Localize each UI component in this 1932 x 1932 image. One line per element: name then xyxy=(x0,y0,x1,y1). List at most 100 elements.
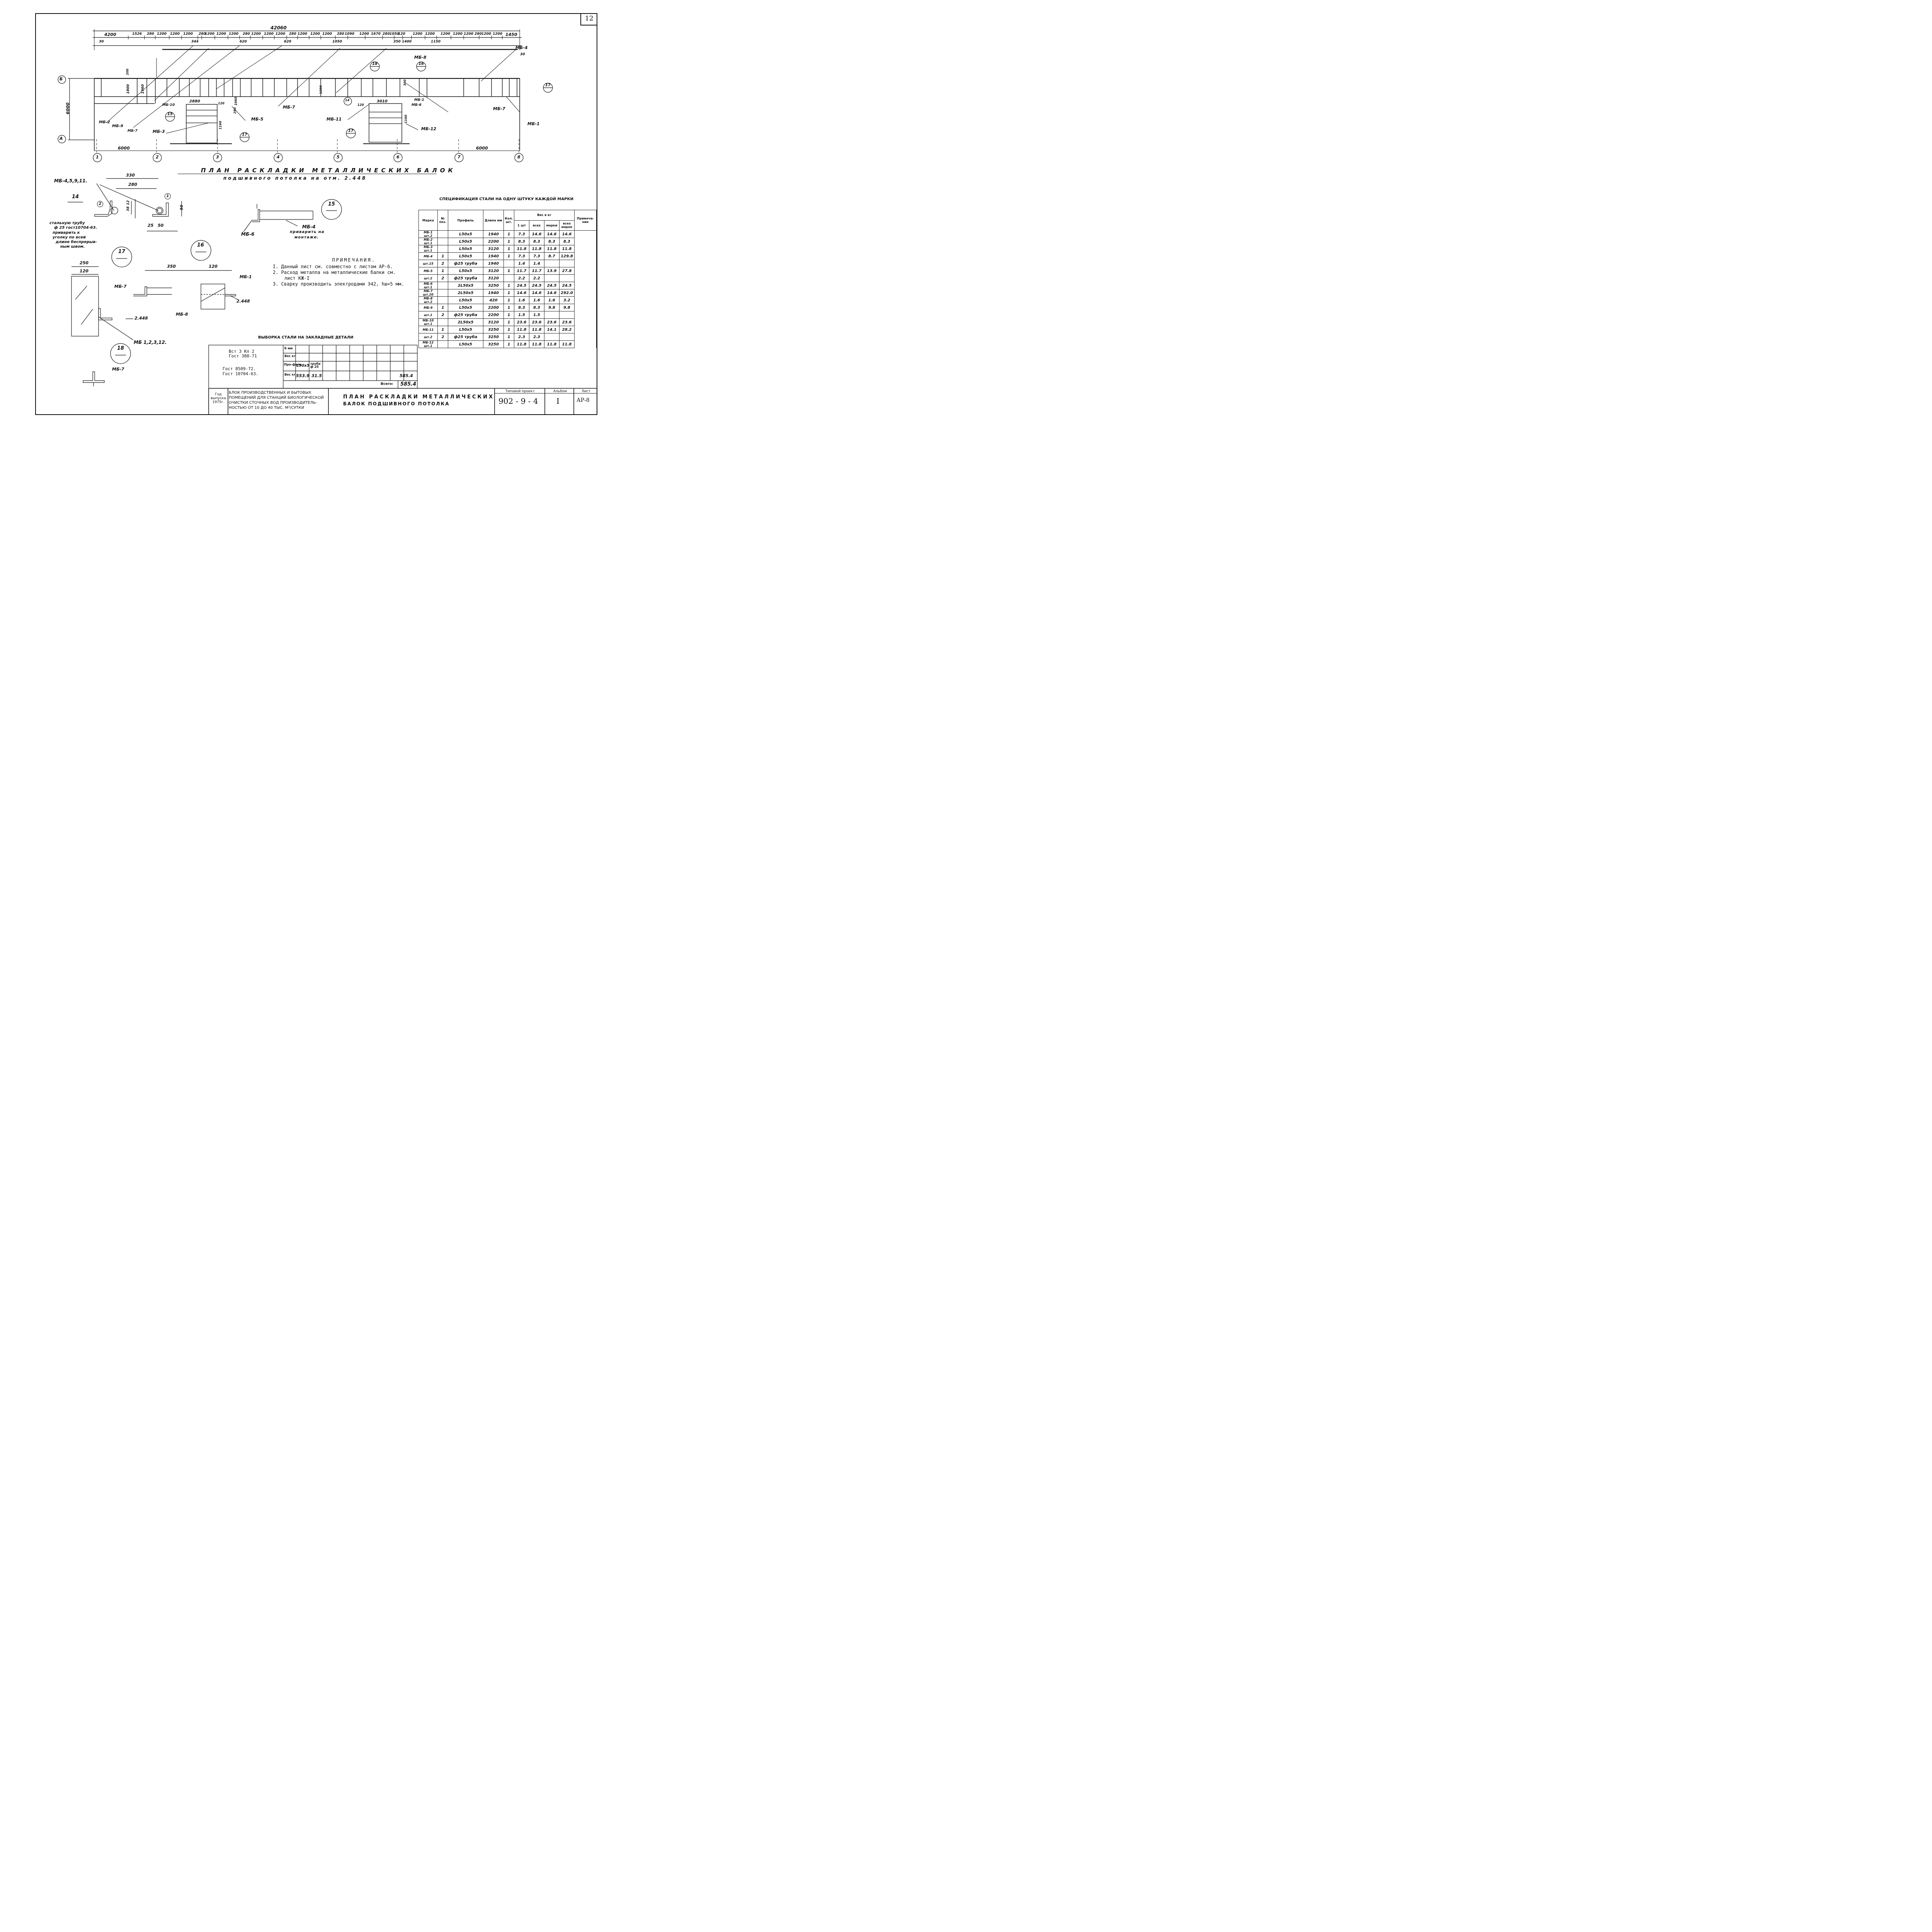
detail-16-elev: 2.448 xyxy=(236,299,250,304)
table-cell-note xyxy=(574,245,597,253)
stamp-year: Год выпуска 1975г. xyxy=(211,393,226,404)
table-cell: 7.3 xyxy=(514,252,529,260)
sel-steel-2: Гост 380-71 xyxy=(229,354,257,359)
table-cell: 7.3 xyxy=(529,252,544,260)
col-header-length: Длина мм xyxy=(483,210,504,231)
dim-33: 1450 xyxy=(505,32,517,37)
axis-col-1: 1 xyxy=(96,155,99,160)
table-cell: 28.2 xyxy=(559,326,575,333)
axis-col-3: 3 xyxy=(216,155,219,160)
table-cell: 1940 xyxy=(483,230,504,238)
table-cell: 129.8 xyxy=(559,252,575,260)
detail-14-marks: МБ-4,5,9,11. xyxy=(54,178,88,184)
axis-bubbles xyxy=(58,75,524,162)
detail-17-dim-120: 120 xyxy=(80,269,88,274)
sel-row-diam: б мм xyxy=(284,347,293,350)
stamp-object-1: БЛОК ПРОИЗВОДСТВЕННЫХ И БЫТОВЫХ xyxy=(229,391,311,395)
table-cell: ф25 труба xyxy=(448,274,483,282)
table-cell: 3250 xyxy=(483,326,504,333)
table-cell-note xyxy=(574,340,597,348)
sel-gost-1: Гост 8509-72. xyxy=(223,366,256,371)
table-cell: 2 xyxy=(437,333,448,341)
table-cell: МБ-10 шт.1 xyxy=(418,318,438,326)
dim-3: 1200 xyxy=(157,32,167,36)
bay-dim-left: 6000 xyxy=(118,146,130,151)
table-cell: шт.2 xyxy=(418,274,438,282)
table-cell: 1 xyxy=(503,252,514,260)
table-cell: 2 xyxy=(437,274,448,282)
table-cell: L50x5 xyxy=(448,245,483,253)
detail-14-pos-2: 2 xyxy=(97,201,103,207)
table-cell: 1.5 xyxy=(514,311,529,319)
mark-mb2: МБ-2 xyxy=(99,120,110,124)
dim2-4: 1050 xyxy=(332,40,342,44)
dim-2: 280 xyxy=(147,32,154,36)
table-cell: 2L50x5 xyxy=(448,318,483,326)
table-cell: ф25 труба xyxy=(448,311,483,319)
table-cell: 9.8 xyxy=(559,304,575,311)
stamp-album: I xyxy=(556,396,560,406)
axis-col-6: 6 xyxy=(396,155,400,160)
table-cell: МБ-7 шт.20 xyxy=(418,289,438,297)
mark-mb4: МБ-4 xyxy=(515,45,528,50)
table-cell: 23.6 xyxy=(544,318,560,326)
dim2-1: 344 xyxy=(191,40,199,44)
col-sub-marks: всех марок xyxy=(559,220,575,231)
table-cell: 1 xyxy=(503,230,514,238)
table-cell: МБ-12 шт.1 xyxy=(418,340,438,348)
detail-14-dim-280: 280 xyxy=(128,182,137,187)
table-cell: шт.2 xyxy=(418,333,438,341)
axis-b-label: Б xyxy=(60,77,63,82)
table-cell: 11.7 xyxy=(529,267,544,275)
table-cell: 14.6 xyxy=(514,289,529,297)
table-cell: МБ-1 шт.2 xyxy=(418,230,438,238)
dim-30: 280 xyxy=(474,32,482,36)
mark-mb9: МБ-9 xyxy=(112,124,123,128)
sel-weight-angle: 553.9 xyxy=(296,373,310,378)
table-cell: L50x5 xyxy=(448,230,483,238)
stamp-album-label: Альбом xyxy=(553,389,567,393)
table-cell xyxy=(559,274,575,282)
inner-dim-9: 1160 xyxy=(404,114,408,124)
mark-mb8: МБ-8 xyxy=(414,55,427,60)
axis-a-label: А xyxy=(60,136,63,141)
table-cell-note xyxy=(574,289,597,297)
table-cell: МБ-5 xyxy=(418,267,438,275)
table-cell: ф25 труба xyxy=(448,260,483,267)
table-cell: 23.6 xyxy=(529,318,544,326)
dim-7: 1200 xyxy=(205,32,215,36)
detail-15-mark-mb4: МБ-4 xyxy=(302,224,316,230)
table-cell: 2.2 xyxy=(529,274,544,282)
sel-subtotal: 585.4 xyxy=(400,373,413,378)
table-cell xyxy=(544,260,560,267)
table-cell: МБ-2 шт.1 xyxy=(418,238,438,245)
col-header-qty: Кол. шт. xyxy=(503,210,514,231)
table-cell: 1.6 xyxy=(529,296,544,304)
detail-14-dim-50: 50 xyxy=(158,223,164,228)
detail-14-dim-50b: 50 xyxy=(179,205,184,210)
table-cell xyxy=(437,289,448,297)
dim-9: 1200 xyxy=(229,32,239,36)
dim-18: 280 xyxy=(337,32,344,36)
table-cell: 3.2 xyxy=(559,296,575,304)
col-sub-all: всех xyxy=(529,220,544,231)
inner-dim-5: 1060 xyxy=(234,97,238,106)
detail-14-pos-1: 1 xyxy=(165,193,171,199)
table-cell: МБ-4 xyxy=(418,252,438,260)
dim-28: 1200 xyxy=(453,32,463,36)
table-cell: 1 xyxy=(503,245,514,253)
table-cell: МБ-6 шт.1 xyxy=(418,282,438,289)
table-cell: 14.6 xyxy=(544,289,560,297)
mark-mb11: МБ-11 xyxy=(327,117,342,122)
table-cell: 1 xyxy=(503,289,514,297)
detail-17-marks: МБ 1,2,3,12. xyxy=(134,340,167,345)
table-cell: 9.8 xyxy=(544,304,560,311)
table-cell: 8.3 xyxy=(514,304,529,311)
table-cell-note xyxy=(574,260,597,267)
